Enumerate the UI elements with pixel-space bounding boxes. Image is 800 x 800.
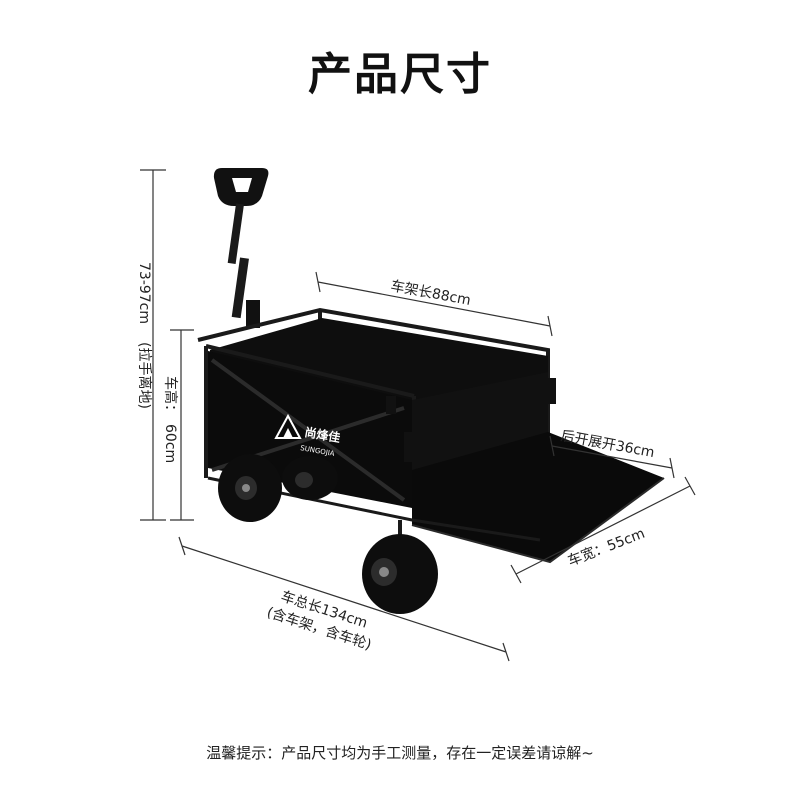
- dimension-cart-height: [170, 329, 194, 521]
- dimension-frame-length: [315, 271, 553, 337]
- dimension-cart-height-value: 60cm: [162, 424, 178, 463]
- dimension-cart-height-label: 车高：: [162, 376, 179, 418]
- brand-logo: [274, 413, 302, 439]
- dimension-total-length: [178, 536, 510, 662]
- dimension-handle-height-value: 73-97cm: [136, 262, 152, 324]
- dimension-handle-height-note: (拉手离地): [136, 342, 153, 409]
- wheel-front-left: [362, 534, 438, 614]
- dimension-frame-length-value: 车架长88cm: [389, 277, 472, 309]
- dimension-handle-height: [140, 169, 166, 521]
- wheel-rear-right: [282, 456, 338, 500]
- pull-handle: [213, 168, 269, 328]
- wagon-cart-illustration: [197, 168, 665, 614]
- dimension-width: [510, 476, 696, 584]
- wheel-rear-left: [218, 454, 282, 522]
- page-title: 产品尺寸: [308, 49, 492, 100]
- dimension-rear-open: [549, 435, 675, 479]
- brand-name: 尚烽佳: [303, 424, 341, 445]
- footer-note: 温馨提示：产品尺寸均为手工测量，存在一定误差请谅解~: [206, 744, 594, 762]
